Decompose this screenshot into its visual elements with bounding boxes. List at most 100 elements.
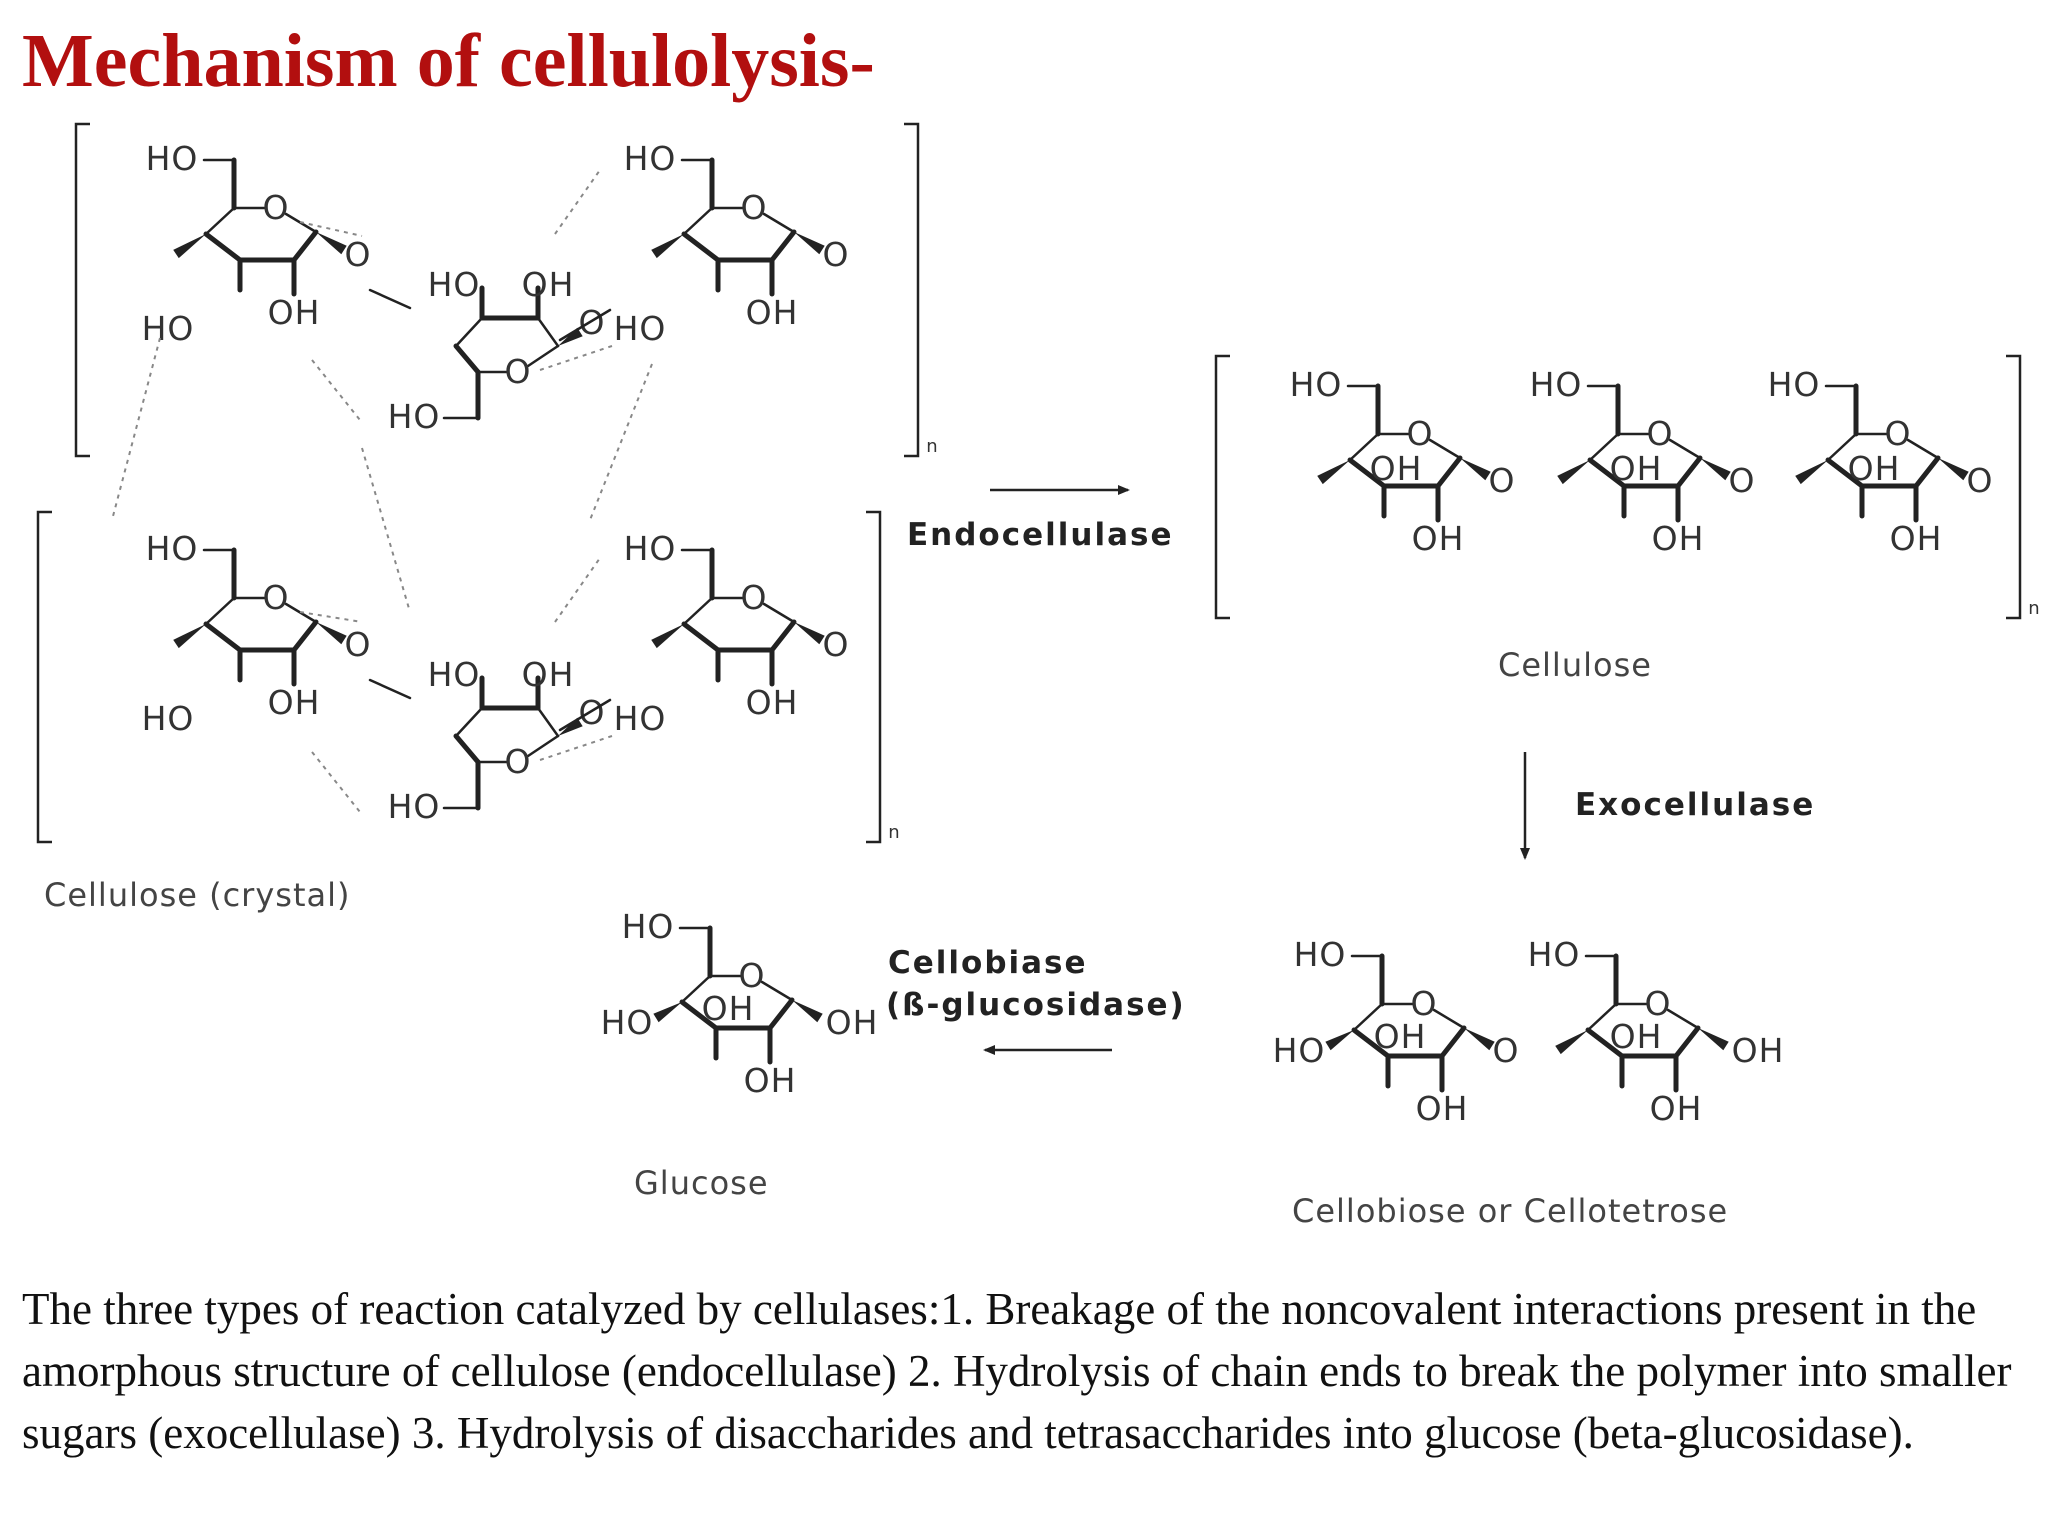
bond: [1587, 457, 1627, 489]
bond: [769, 229, 797, 263]
hydroxyl-label: HO: [1273, 1031, 1326, 1070]
hydrogen-bond: [361, 447, 411, 613]
hydrogen-bond: [311, 359, 361, 421]
hydroxyl-label: HO: [428, 265, 481, 304]
wedge-bond: [558, 327, 583, 346]
wedge-bond: [173, 624, 206, 649]
bond: [1906, 438, 1940, 460]
glucose-ring: [1555, 953, 1729, 1093]
bond: [1432, 1008, 1466, 1030]
cellulose-label: Cellulose: [1498, 646, 1652, 684]
bond: [1673, 1025, 1701, 1059]
glucose-ring-flipped: [442, 675, 583, 811]
wedge-bond: [653, 1002, 682, 1023]
hydroxyl-label: HO: [1530, 365, 1583, 404]
hydroxyl-label: OH: [1412, 519, 1465, 558]
hydroxyl-label: OH: [1610, 449, 1663, 488]
hydrogen-bond: [111, 337, 161, 521]
bond: [454, 316, 484, 348]
bond: [762, 212, 796, 234]
glucose-ring: [1317, 383, 1491, 523]
hydroxyl-label: HO: [1528, 935, 1581, 974]
left-bracket: [74, 122, 90, 458]
ring-oxygen: O: [741, 188, 768, 227]
wedge-bond: [316, 622, 347, 645]
bond: [681, 621, 721, 653]
right-bracket: [866, 510, 882, 844]
hydroxyl-label: HO: [601, 1003, 654, 1042]
bond: [1585, 1027, 1625, 1059]
hydroxyl-label: HO: [1290, 365, 1343, 404]
ring-oxygen: O: [1885, 414, 1912, 453]
ring-oxygen: O: [505, 742, 532, 781]
glucose-ring: [653, 925, 823, 1065]
hydrogen-bond-lines: [111, 169, 653, 813]
glycosidic-oxygen: O: [823, 235, 850, 274]
glucose-label: Glucose: [634, 1164, 769, 1202]
glucose-ring: [173, 157, 347, 297]
bond: [1351, 1027, 1391, 1059]
wedge-bond: [651, 624, 684, 649]
hydroxyl-label: HO: [388, 787, 441, 826]
hydroxyl-label: HO: [624, 139, 677, 178]
hydroxyl-label: HO: [622, 907, 675, 946]
wedge-bond: [794, 232, 825, 255]
hydroxyl-label: OH: [1650, 1089, 1703, 1128]
hydroxyl-label: OH: [1652, 519, 1705, 558]
hydroxyl-label: HO: [624, 529, 677, 568]
hydrogen-bond: [299, 611, 363, 623]
ring-oxygen: O: [1647, 414, 1674, 453]
ring-oxygen: O: [1407, 414, 1434, 453]
glycosidic-oxygen: O: [1967, 461, 1994, 500]
ring-oxygen: O: [505, 352, 532, 391]
hydroxyl-label: HO: [614, 309, 667, 348]
bond: [1913, 455, 1941, 489]
hydrogen-bond: [539, 735, 613, 761]
bond: [526, 734, 560, 758]
left-bracket: [36, 510, 52, 844]
hydroxyl-label: OH: [1610, 1017, 1663, 1056]
glucose-ring-flipped: [442, 285, 583, 421]
glycosidic-oxygen: O: [345, 625, 372, 664]
bond: [1352, 1002, 1384, 1032]
hydroxyl-label: HO: [428, 655, 481, 694]
right-bracket: [2006, 354, 2022, 620]
glucosidase-label: (ß-glucosidase): [886, 987, 1186, 1023]
cellobiase-label: Cellobiase: [888, 945, 1088, 981]
glycosidic-oxygen: O: [579, 693, 606, 732]
hydroxyl-label: OH: [268, 683, 321, 722]
bond: [767, 997, 795, 1031]
hydrogen-bond: [539, 345, 613, 371]
wedge-bond: [1555, 1030, 1588, 1055]
hydroxyl-label: HO: [142, 309, 195, 348]
wedge-bond: [651, 234, 684, 259]
bond: [1675, 455, 1703, 489]
bond: [526, 344, 560, 368]
bond: [1435, 455, 1463, 489]
bond: [454, 706, 484, 738]
glucose-ring: [173, 547, 347, 687]
wedge-bond: [316, 232, 347, 255]
bond: [1826, 432, 1858, 462]
glucose-ring: [651, 547, 825, 687]
bond: [1439, 1025, 1467, 1059]
bond: [1428, 438, 1462, 460]
ring-oxygen: O: [263, 188, 290, 227]
hydrogen-bond: [554, 557, 601, 623]
hydroxyl-label: OH: [1374, 1017, 1427, 1056]
hydroxyl-label: HO: [388, 397, 441, 436]
repeat-n-label: n: [926, 436, 937, 457]
bond: [291, 619, 319, 653]
hydroxyl-label: OH: [826, 1003, 879, 1042]
bond: [204, 206, 236, 236]
hydrogen-bond: [311, 751, 361, 813]
bond: [760, 980, 794, 1002]
bond: [1348, 432, 1380, 462]
bond: [682, 596, 714, 626]
glucose-ring: [1557, 383, 1731, 523]
hydroxyl-label: OH: [1848, 449, 1901, 488]
ring-oxygen: O: [739, 956, 766, 995]
right-bracket: [904, 122, 920, 458]
bond: [368, 288, 412, 310]
